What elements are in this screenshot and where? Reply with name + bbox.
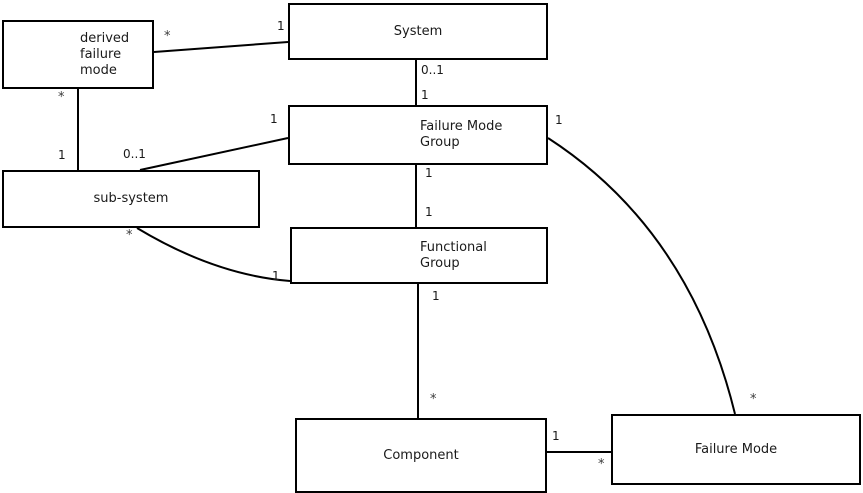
uml-class-failure-mode[interactable]: Failure Mode	[611, 414, 861, 485]
uml-class-label-sub-system: sub-system	[93, 191, 169, 206]
association-line-sub-system-failure-mode-group	[139, 137, 289, 171]
multiplicity-label: 1	[552, 429, 560, 443]
multiplicity-label: *	[164, 29, 171, 44]
multiplicity-label: 0..1	[421, 63, 444, 77]
uml-class-failure-mode-group[interactable]: Failure Mode Group	[288, 105, 548, 165]
multiplicity-label: *	[598, 457, 605, 472]
uml-class-label-failure-mode: Failure Mode	[694, 441, 778, 457]
multiplicity-label: 0..1	[123, 147, 146, 161]
multiplicity-label: 1	[421, 88, 429, 102]
association-line-sub-system-functional-group	[136, 227, 291, 282]
multiplicity-label: *	[58, 90, 65, 105]
association-line-derived-failure-mode-system	[153, 41, 289, 53]
multiplicity-label: 1	[432, 289, 440, 303]
multiplicity-label: 1	[425, 166, 433, 180]
uml-class-label-functional-group: Functional Group	[420, 239, 487, 271]
uml-class-label-failure-mode-group: Failure Mode Group	[420, 119, 503, 150]
uml-class-sub-system[interactable]: sub-system	[2, 170, 260, 228]
multiplicity-label: *	[750, 392, 757, 407]
multiplicity-label: 1	[272, 269, 280, 283]
multiplicity-label: 1	[270, 112, 278, 126]
uml-class-label-derived-failure-mode: derived failure mode	[80, 30, 130, 78]
association-line-failure-mode-group-failure-mode	[547, 137, 736, 415]
multiplicity-label: 1	[425, 205, 433, 219]
uml-class-derived-failure-mode[interactable]: derived failure mode	[2, 20, 154, 89]
uml-class-label-component: Component	[383, 447, 459, 463]
uml-class-functional-group[interactable]: Functional Group	[290, 227, 548, 284]
multiplicity-label: 1	[277, 19, 285, 33]
multiplicity-label: 1	[555, 113, 563, 127]
uml-class-component[interactable]: Component	[295, 418, 547, 493]
multiplicity-label: *	[430, 392, 437, 407]
multiplicity-label: *	[126, 228, 133, 243]
uml-class-system[interactable]: System	[288, 3, 548, 60]
multiplicity-label: 1	[58, 148, 66, 162]
uml-class-label-system: System	[393, 23, 443, 39]
